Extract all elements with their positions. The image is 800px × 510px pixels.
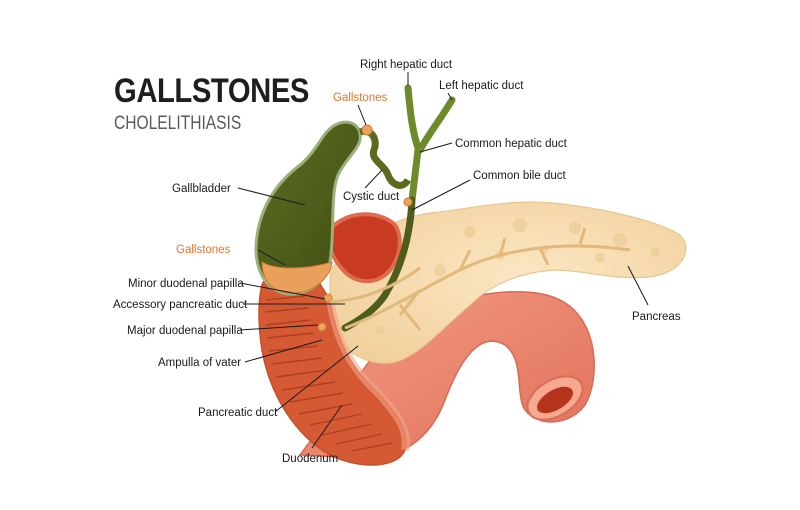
page-title: GALLSTONES — [114, 72, 309, 110]
label-left-hepatic-duct: Left hepatic duct — [439, 80, 524, 92]
page-subtitle: CHOLELITHIASIS — [114, 113, 242, 134]
gallbladder-stones — [261, 261, 333, 294]
common-bile-duct — [341, 196, 416, 332]
pancreatic-duct-tree — [329, 227, 631, 331]
label-pancreatic-duct: Pancreatic duct — [198, 407, 278, 419]
label-pancreas: Pancreas — [632, 311, 681, 323]
label-gallbladder: Gallbladder — [172, 183, 231, 195]
leader-lines — [237, 72, 649, 449]
label-cystic-duct: Cystic duct — [343, 191, 400, 203]
hepatic-ducts — [404, 84, 456, 204]
label-ampulla-of-vater: Ampulla of vater — [158, 357, 241, 369]
duodenal-bulb — [326, 212, 402, 284]
cystic-duct — [358, 127, 411, 189]
pancreas-shape — [329, 201, 687, 364]
label-duodenum: Duodenum — [282, 453, 338, 465]
label-major-duodenal-papilla: Major duodenal papilla — [127, 325, 243, 337]
duct-gallstones — [317, 124, 413, 332]
label-accessory-pancreatic-duct: Accessory pancreatic duct — [113, 299, 248, 311]
label-common-hepatic-duct: Common hepatic duct — [455, 138, 568, 150]
label-common-bile-duct: Common bile duct — [473, 170, 566, 182]
label-minor-duodenal-papilla: Minor duodenal papilla — [128, 278, 244, 290]
label-right-hepatic-duct: Right hepatic duct — [360, 59, 453, 71]
label-gallstones-top: Gallstones — [333, 92, 388, 104]
label-gallstones-left: Gallstones — [176, 244, 231, 256]
